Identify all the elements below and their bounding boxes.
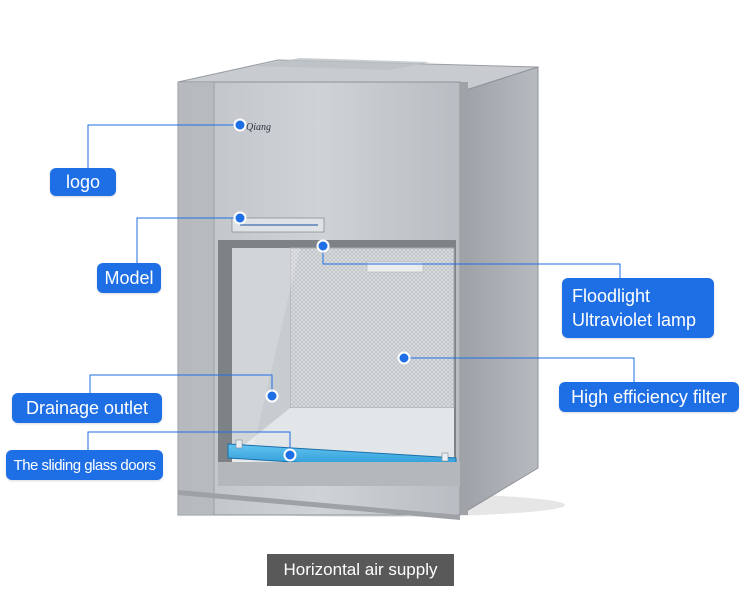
label-logo-text: logo: [65, 171, 101, 192]
leader-lines: [87, 124, 635, 455]
marker-dot-drainage: [265, 389, 279, 403]
cabinet-side: [459, 66, 539, 516]
marker-dot-floodlight: [316, 239, 330, 253]
label-floodlight-line2: Ultraviolet lamp: [572, 310, 697, 330]
label-model-text: Model: [104, 267, 154, 288]
filter-panel: [289, 247, 455, 409]
label-floodlight: Floodlight Ultraviolet lamp: [562, 278, 714, 338]
label-doors-text: The sliding glass doors: [13, 456, 156, 474]
marker-dot-filter: [397, 351, 411, 365]
marker-dot-model: [233, 211, 247, 225]
label-doors: The sliding glass doors: [6, 450, 163, 480]
label-filter: High efficiency filter: [559, 382, 739, 412]
label-model: Model: [97, 263, 161, 293]
marker-dot-doors: [283, 448, 297, 462]
caption: Horizontal air supply: [267, 554, 454, 586]
label-drainage: Drainage outlet: [12, 393, 162, 423]
logo-mark: Qiang: [246, 122, 271, 133]
label-drainage-text: Drainage outlet: [25, 397, 149, 418]
caption-text: Horizontal air supply: [283, 560, 438, 579]
label-floodlight-line1: Floodlight: [572, 286, 651, 306]
marker-dots: [233, 118, 411, 462]
label-logo: logo: [50, 168, 116, 196]
marker-dot-logo: [233, 118, 247, 132]
label-filter-text: High efficiency filter: [571, 386, 727, 407]
